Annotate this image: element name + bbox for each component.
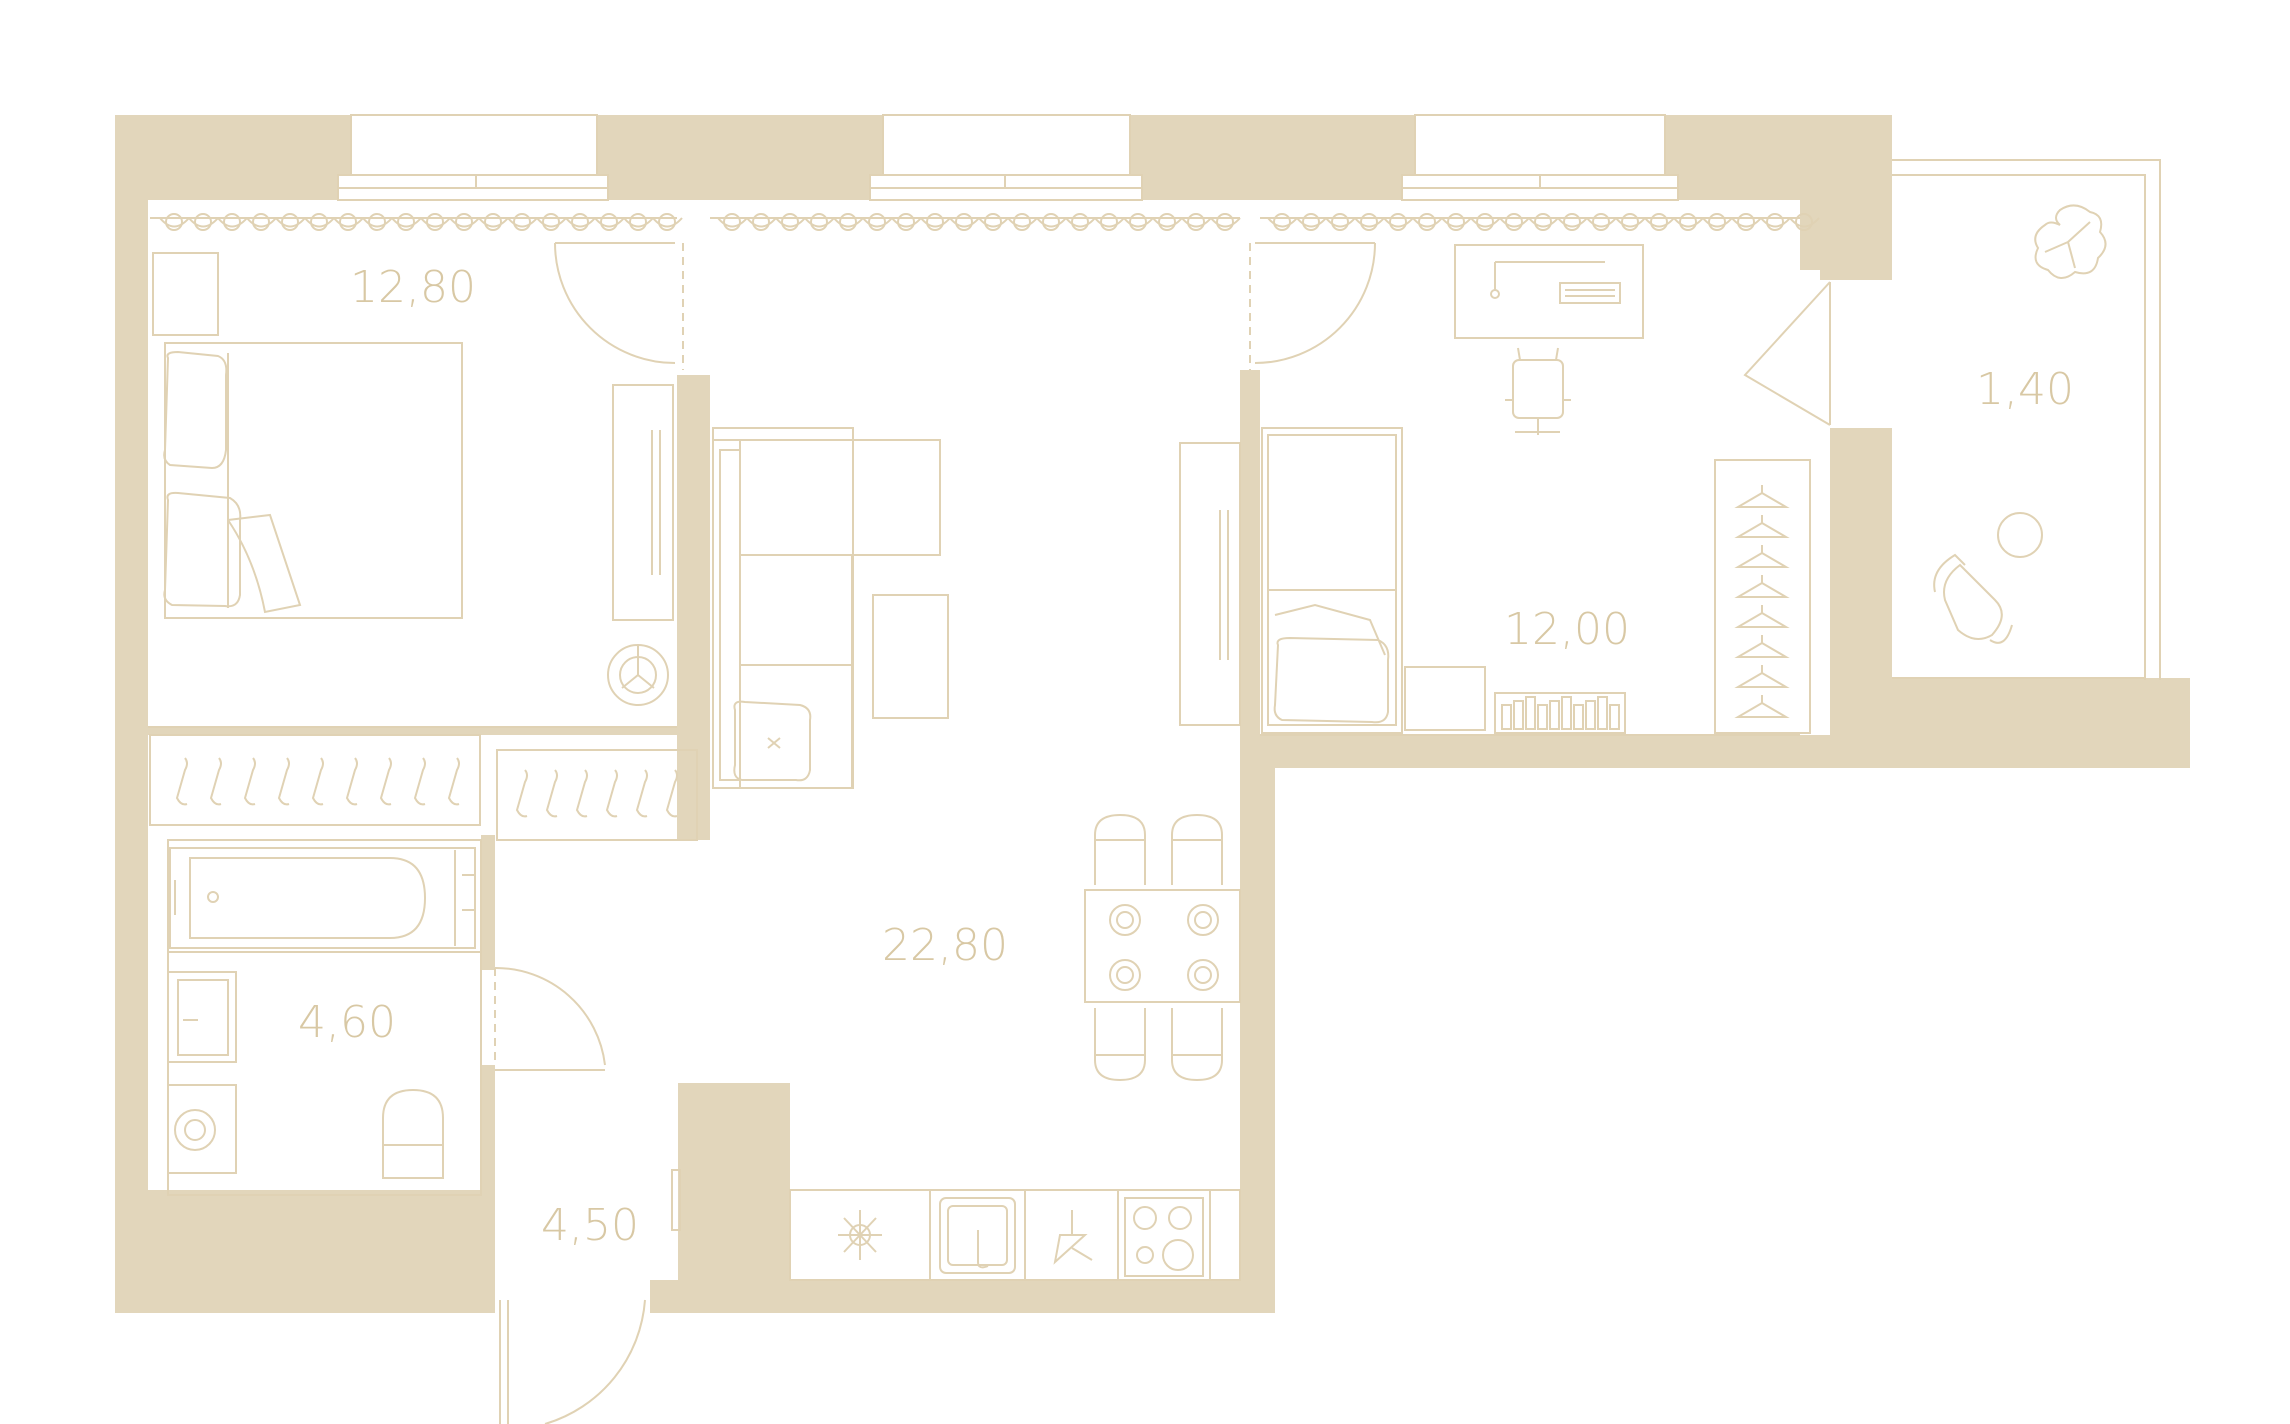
desk-icon <box>1454 244 1644 339</box>
hallway-furniture <box>671 1169 681 1231</box>
area-balcony: 1,40 <box>1976 364 2074 415</box>
stove-icon <box>1124 1197 1204 1277</box>
doors <box>494 242 1831 1424</box>
area-bedroom-2: 12,00 <box>1504 604 1630 655</box>
chair-icon <box>1171 1008 1223 1082</box>
balcony-furniture <box>1933 204 2107 644</box>
area-hallway: 4,50 <box>541 1200 639 1251</box>
area-bedroom-1: 12,80 <box>350 262 476 313</box>
nightstand-icon <box>152 252 219 336</box>
radiator-icon <box>607 644 669 706</box>
wardrobe-icon <box>515 769 678 818</box>
plant-icon <box>2034 204 2107 279</box>
coffee-table-icon <box>872 594 949 719</box>
wardrobe-icon <box>1714 459 1811 734</box>
chair-icon <box>1171 813 1223 885</box>
shoe-rack-icon <box>671 1169 681 1231</box>
bedroom-2-furniture <box>1261 244 1811 734</box>
armchair-icon <box>1933 553 2013 644</box>
washing-machine-icon <box>167 1084 237 1174</box>
chair-icon <box>1094 813 1146 885</box>
bathtub-icon <box>169 847 476 949</box>
bookshelf-icon <box>1494 692 1626 734</box>
windows <box>337 114 1679 201</box>
nightstand-icon <box>1404 666 1486 731</box>
chair-icon <box>1505 347 1571 435</box>
bedroom-1-furniture <box>152 252 678 818</box>
bathroom-furniture <box>167 847 476 1179</box>
chair-icon <box>1094 1008 1146 1082</box>
interior-lines <box>148 159 2161 1281</box>
fridge-icon <box>838 1210 882 1260</box>
dining-table-icon <box>1084 813 1241 1082</box>
area-bathroom: 4,60 <box>298 997 396 1048</box>
toilet-icon <box>382 1088 444 1179</box>
area-living-kitchen: 22,80 <box>882 920 1008 971</box>
sink-icon <box>939 1197 1016 1274</box>
tv-icon <box>612 384 674 621</box>
wardrobe-icon <box>175 757 460 806</box>
bed-icon <box>163 342 463 619</box>
bed-icon <box>1261 427 1403 734</box>
area-labels: 12,80 12,00 22,80 4,60 4,50 1,40 <box>298 262 2074 1251</box>
sink-icon <box>167 971 237 1063</box>
tv-icon <box>1179 442 1241 726</box>
table-icon <box>1997 512 2043 558</box>
sofa-icon <box>712 427 941 789</box>
curtains <box>150 213 1820 231</box>
dishwasher-icon <box>1053 1210 1093 1265</box>
living-furniture <box>712 427 1241 1277</box>
walls <box>115 115 2190 1313</box>
